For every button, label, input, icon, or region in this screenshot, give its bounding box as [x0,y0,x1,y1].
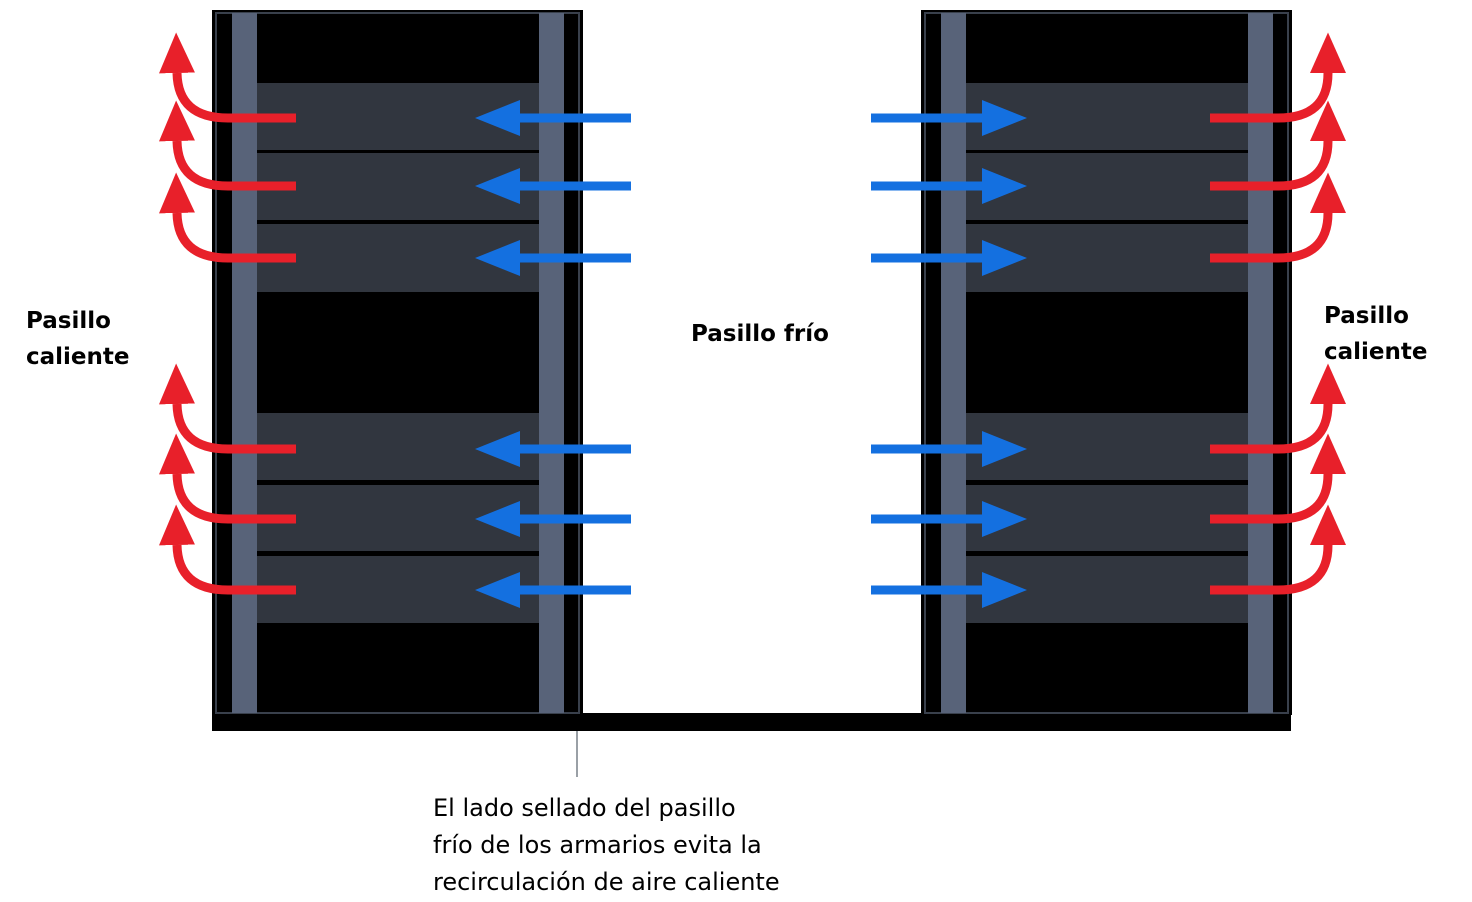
hot-aisle-label-line: Pasillo [26,308,111,334]
annotation-line: El lado sellado del pasillo [433,794,736,822]
server-unit [257,413,539,480]
hot-aisle-label-line: caliente [1324,339,1428,365]
rack-left [212,10,583,715]
rack-rail [539,13,564,713]
server-unit [966,153,1248,220]
rack-rail [941,13,966,713]
sealed-side-annotation: El lado sellado del pasillo frío de los … [433,790,780,901]
rack-rail [232,13,257,713]
server-unit [966,556,1248,623]
hot-air-arrow-left [159,172,296,263]
server-unit [966,224,1248,292]
hot-aisle-label-left: Pasillo caliente [26,303,130,375]
hot-air-arrow-right [1210,172,1346,263]
hot-air-arrow-left [159,504,296,595]
rack-rail [1248,13,1273,713]
hot-aisle-label-line: Pasillo [1324,303,1409,329]
annotation-line: recirculación de aire caliente [433,868,780,896]
server-unit [966,413,1248,480]
floor-bar [212,713,1291,731]
hot-aisle-label-line: caliente [26,344,130,370]
server-unit [257,556,539,623]
server-group-bottom [966,413,1248,623]
server-group-top [966,83,1248,292]
server-unit [257,153,539,220]
server-unit [257,485,539,551]
server-unit [257,83,539,150]
hot-aisle-label-right: Pasillo caliente [1324,298,1428,370]
hot-air-arrow-right [1210,504,1346,595]
server-unit [966,485,1248,551]
server-unit [966,83,1248,150]
server-unit [257,224,539,292]
annotation-line: frío de los armarios evita la [433,831,762,859]
server-group-top [257,83,539,292]
server-group-bottom [257,413,539,623]
cold-aisle-label: Pasillo frío [691,321,829,347]
